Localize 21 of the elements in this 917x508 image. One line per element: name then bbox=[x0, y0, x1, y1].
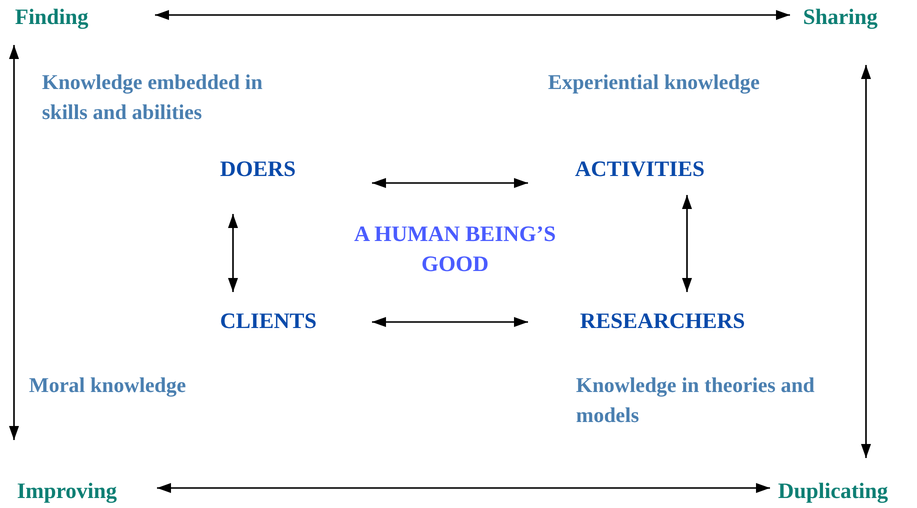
knowledge-note: Knowledge in theories and models bbox=[576, 372, 816, 429]
double-arrow bbox=[155, 10, 790, 20]
term-label: RESEARCHERS bbox=[580, 308, 746, 334]
double-arrow bbox=[861, 65, 871, 458]
double-arrow bbox=[157, 483, 770, 493]
knowledge-note: Moral knowledge bbox=[29, 372, 187, 399]
term-label: Duplicating bbox=[778, 478, 888, 504]
double-arrow bbox=[9, 45, 19, 440]
double-arrow bbox=[682, 195, 692, 292]
term-label: DOERS bbox=[220, 156, 296, 182]
term-label: ACTIVITIES bbox=[575, 156, 705, 182]
double-arrow bbox=[372, 317, 528, 327]
knowledge-note: Knowledge embedded in skills and abilities bbox=[42, 69, 264, 126]
knowledge-note: Experiential knowledge bbox=[548, 69, 761, 96]
term-label: Finding bbox=[15, 4, 88, 30]
term-label: CLIENTS bbox=[220, 308, 317, 334]
double-arrow bbox=[228, 214, 238, 292]
center-title: A HUMAN BEING’S GOOD bbox=[353, 220, 557, 278]
term-label: Sharing bbox=[803, 4, 878, 30]
term-label: Improving bbox=[17, 478, 117, 504]
double-arrow bbox=[372, 178, 528, 188]
